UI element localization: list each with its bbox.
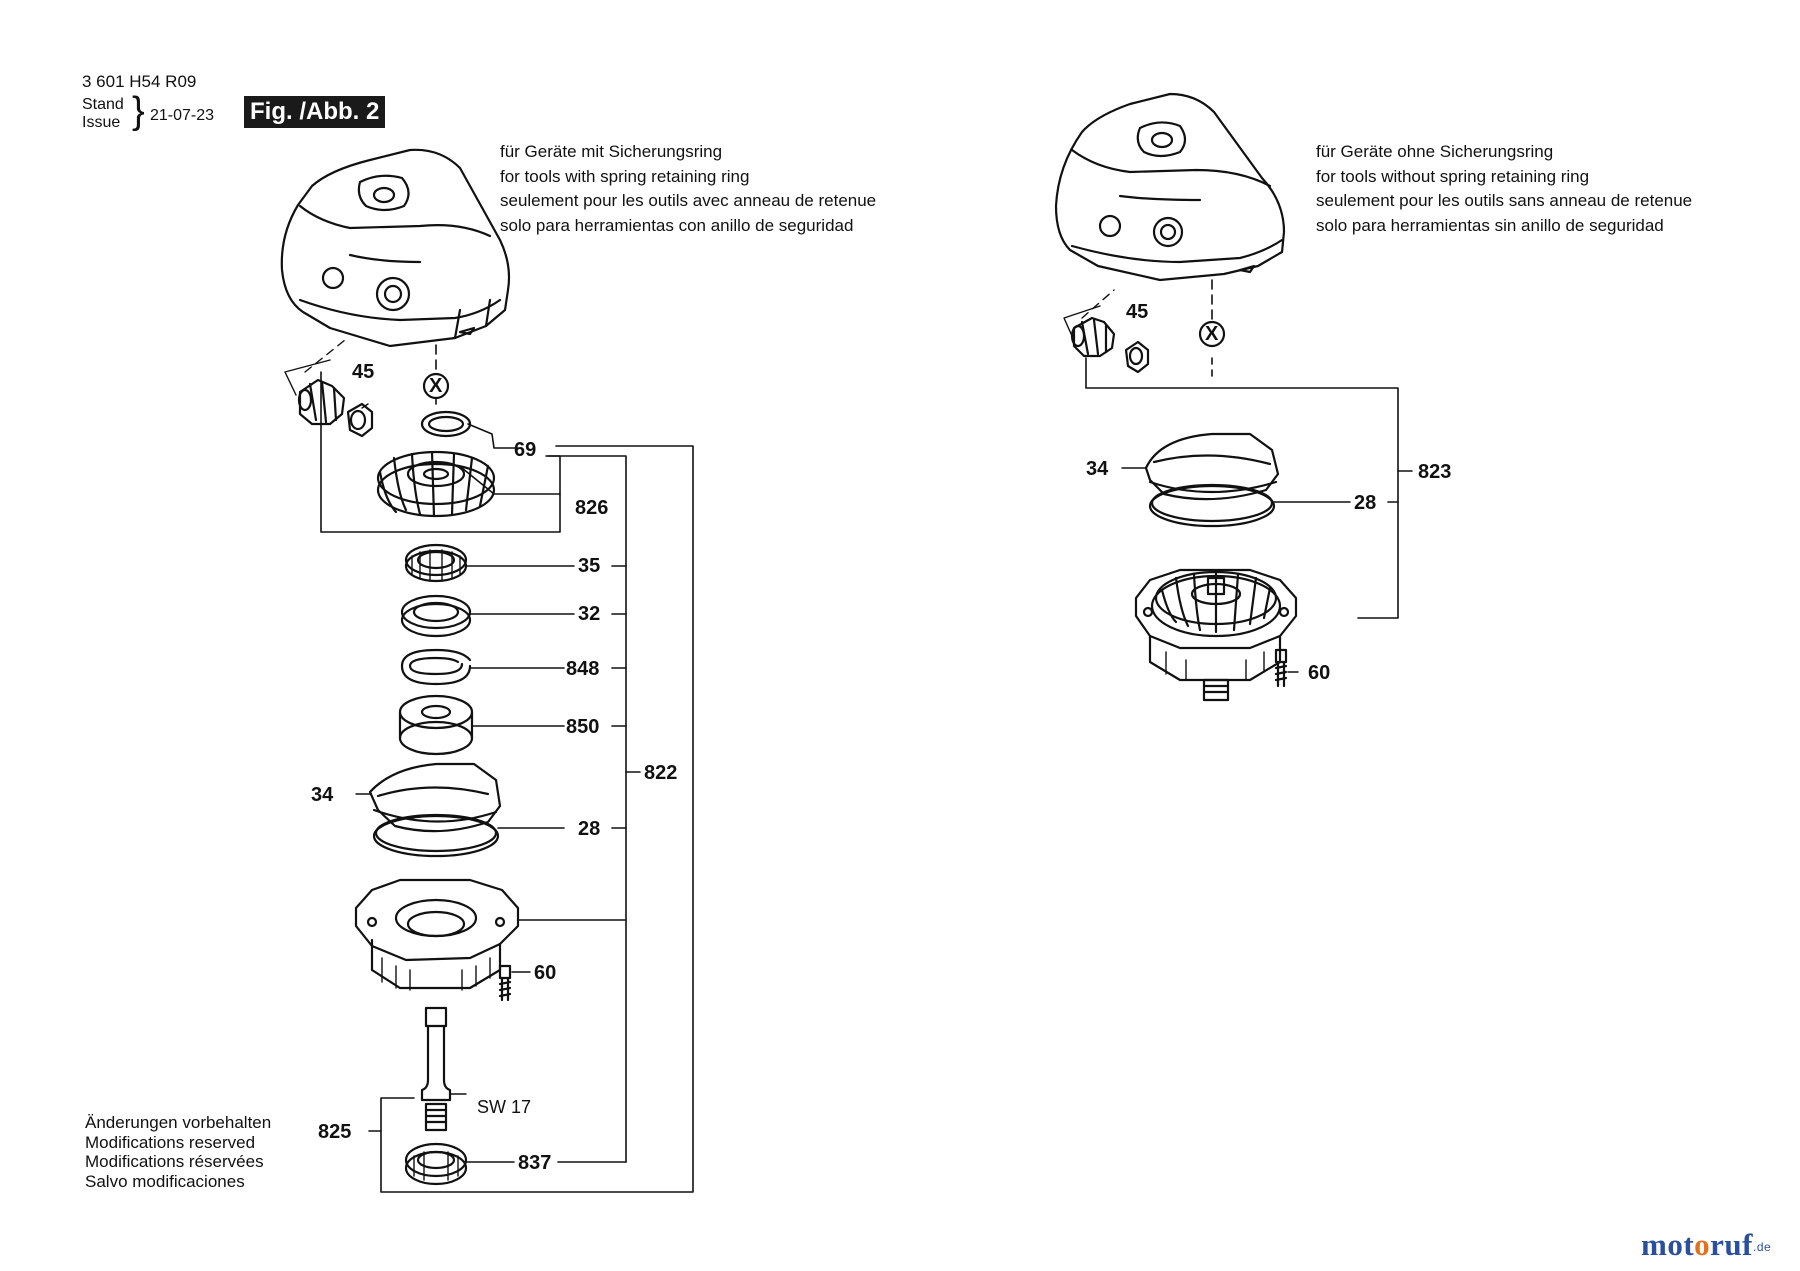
part-label-850: 850 <box>566 716 599 738</box>
part-label-34: 34 <box>1086 458 1109 480</box>
seal-ring-32 <box>400 594 627 638</box>
wrench-size-label: SW 17 <box>477 1097 531 1117</box>
spring-retaining-ring-69 <box>420 410 519 449</box>
note-line: solo para herramientas con anillo de seg… <box>500 215 854 235</box>
part-label-28: 28 <box>1354 492 1376 514</box>
circlip-848 <box>400 648 627 686</box>
note-line: seulement pour les outils sans anneau de… <box>1316 191 1693 210</box>
gear-housing-right <box>1054 92 1286 282</box>
screw-60-right <box>1274 648 1299 688</box>
part-label-60: 60 <box>1308 662 1330 684</box>
needle-bearing-35 <box>404 543 627 583</box>
part-label-823: 823 <box>1418 461 1451 483</box>
watermark-main: motoruf <box>1641 1227 1753 1262</box>
o-ring-28-left <box>372 813 627 858</box>
part-label-69: 69 <box>514 439 536 461</box>
stand-issue-labels: Stand Issue <box>82 96 124 132</box>
part-label-848: 848 <box>566 658 599 680</box>
part-label-32: 32 <box>578 603 600 625</box>
note-line: for tools without spring retaining ring <box>1316 166 1590 186</box>
variant-right-note: für Geräte ohne Sicherungsring for tools… <box>1316 140 1692 238</box>
note-line: für Geräte ohne Sicherungsring <box>1316 142 1554 161</box>
gear-housing-left <box>280 148 511 348</box>
watermark-suffix: .de <box>1753 1240 1772 1254</box>
bearing-flange-left <box>354 878 627 991</box>
issue-label: Issue <box>82 114 121 131</box>
gear-flange-assembly-right <box>1134 568 1298 702</box>
brace-glyph: } <box>132 90 145 132</box>
marker-label: X <box>1205 323 1219 345</box>
stand-label: Stand <box>82 96 124 113</box>
modifications-note: Änderungen vorbehalten Modifications res… <box>85 1113 271 1191</box>
part-label-822: 822 <box>644 762 677 784</box>
watermark-logo: motoruf.de <box>1641 1227 1771 1263</box>
o-ring-28-right <box>1148 483 1399 528</box>
part-label-825: 825 <box>318 1121 351 1143</box>
protection-ring-34-right <box>1121 432 1280 501</box>
note-line: Salvo modificaciones <box>85 1171 245 1191</box>
part-label-60: 60 <box>534 962 556 984</box>
bracket-823 <box>1085 357 1399 619</box>
note-line: solo para herramientas sin anillo de seg… <box>1316 215 1664 235</box>
part-label-34: 34 <box>311 784 334 806</box>
protection-ring-34-left <box>355 762 502 833</box>
part-label-28: 28 <box>578 818 600 840</box>
pinion-gear-right <box>1063 289 1116 358</box>
ball-bearing-850 <box>398 694 627 756</box>
note-line: for tools with spring retaining ring <box>500 166 750 186</box>
needle-bearing-837 <box>404 1142 627 1186</box>
bracket-825 <box>380 445 694 1193</box>
figure-tag: Fig. /Abb. 2 <box>244 96 386 128</box>
note-line: seulement pour les outils avec anneau de… <box>500 191 877 210</box>
spindle-825 <box>420 1006 467 1132</box>
nut-right <box>1124 340 1150 374</box>
nut-left <box>346 402 374 438</box>
bracket-822 <box>547 455 627 1163</box>
marker-circle <box>1198 320 1226 348</box>
part-label-45: 45 <box>1126 301 1148 323</box>
part-label-45: 45 <box>352 361 374 383</box>
bevel-gear-826 <box>376 450 561 518</box>
note-line: Modifications réservées <box>85 1152 264 1171</box>
part-label-826: 826 <box>575 497 608 519</box>
note-line: Modifications reserved <box>85 1132 256 1152</box>
note-line: Änderungen vorbehalten <box>85 1113 272 1132</box>
part-label-837: 837 <box>518 1152 551 1174</box>
document-number: 3 601 H54 R09 <box>82 72 197 91</box>
variant-left-note: für Geräte mit Sicherungsring for tools … <box>500 140 876 238</box>
part-label-35: 35 <box>578 555 600 577</box>
pinion-gear-left <box>284 339 346 426</box>
marker-label: X <box>429 375 443 397</box>
screw-60-left <box>498 964 531 1002</box>
issue-date: 21-07-23 <box>150 107 215 124</box>
note-line: für Geräte mit Sicherungsring <box>500 142 723 161</box>
